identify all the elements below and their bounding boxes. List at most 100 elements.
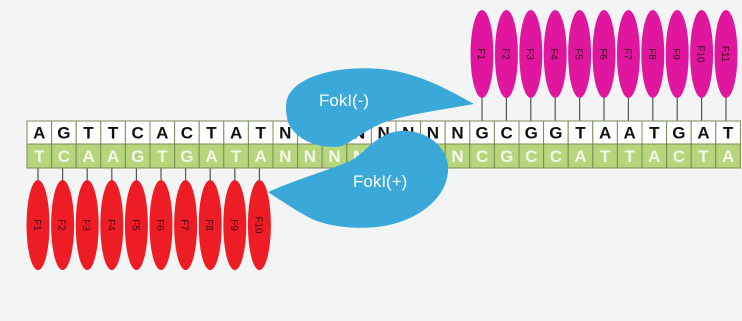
- bottom-finger-connectors: [37, 168, 260, 182]
- top-zinc-finger: [470, 10, 494, 98]
- top-strand-base: C: [132, 124, 144, 143]
- top-strand-base: C: [501, 124, 513, 143]
- top-zinc-finger: [616, 10, 640, 98]
- top-zinc-finger: [592, 10, 616, 98]
- top-zinc-finger-label: F3: [524, 48, 535, 60]
- bottom-strand-cell: [174, 143, 200, 169]
- top-strand-base: T: [649, 124, 660, 143]
- bottom-strand-cell: [272, 143, 299, 169]
- bottom-strand-base: G: [500, 147, 513, 166]
- top-zinc-finger-label: F7: [621, 48, 632, 60]
- bottom-zinc-finger-label: F9: [228, 219, 239, 231]
- bottom-zinc-finger: [100, 180, 124, 270]
- foki-plus-label: FokI(+): [353, 172, 407, 191]
- top-zinc-finger-label: F2: [499, 48, 510, 60]
- bottom-zinc-finger-label: F10: [252, 216, 263, 234]
- top-zinc-finger: [665, 10, 689, 98]
- bottom-strand-base: A: [648, 147, 660, 166]
- bottom-strand-base: T: [625, 147, 636, 166]
- top-zinc-finger: [543, 10, 567, 98]
- top-strand-base: G: [475, 124, 488, 143]
- bottom-strand-base: T: [34, 147, 45, 166]
- top-strand-base: T: [206, 124, 217, 143]
- top-zinc-finger: [641, 10, 665, 98]
- top-zinc-finger: [568, 10, 592, 98]
- bottom-strand-cell: [100, 143, 126, 169]
- foki-minus-shape: [285, 68, 474, 147]
- bottom-strand-cell: [75, 143, 102, 169]
- bottom-strand-base: A: [722, 147, 734, 166]
- bottom-strand-base: N: [279, 147, 291, 166]
- bottom-strand-base: C: [476, 147, 488, 166]
- foki-plus-shape: [268, 130, 449, 228]
- top-strand-base: T: [256, 124, 267, 143]
- bottom-zinc-finger-label: F1: [31, 219, 42, 231]
- bottom-strand-base: A: [255, 147, 267, 166]
- bottom-zinc-finger: [223, 180, 247, 270]
- top-zinc-finger: [494, 10, 518, 98]
- bottom-strand-base: C: [525, 147, 537, 166]
- foki-minus-domain: FokI(-): [285, 68, 474, 147]
- bottom-strand-cell: [469, 143, 495, 169]
- bottom-strand-base: C: [58, 147, 70, 166]
- bottom-zinc-finger: [26, 180, 50, 270]
- bottom-zinc-finger-label: F4: [105, 219, 116, 231]
- top-zinc-finger-label: F6: [597, 48, 608, 60]
- top-zinc-finger-label: F8: [646, 48, 657, 60]
- top-strand-base: G: [57, 124, 70, 143]
- bottom-zinc-finger: [149, 180, 173, 270]
- top-zinc-finger-label: F1: [475, 48, 486, 60]
- top-strand-base: N: [427, 124, 439, 143]
- top-strand-base: T: [108, 124, 119, 143]
- bottom-strand-base: N: [451, 147, 463, 166]
- top-strand-base: N: [279, 124, 291, 143]
- top-zinc-finger-label: F11: [719, 46, 730, 63]
- bottom-strand-cell: [198, 143, 225, 169]
- top-zinc-finger-label: F4: [548, 48, 559, 60]
- bottom-strand-base: C: [550, 147, 562, 166]
- top-strand-base: A: [599, 124, 611, 143]
- bottom-strand-cell: [543, 143, 569, 169]
- bottom-zinc-finger: [51, 180, 75, 270]
- bottom-strand-cell: [666, 143, 692, 169]
- bottom-strand-base: A: [205, 147, 217, 166]
- bottom-strand-base: A: [82, 147, 94, 166]
- bottom-strand-cell: [641, 143, 668, 169]
- bottom-strand-cell: [493, 143, 520, 169]
- top-strand-base: G: [672, 124, 685, 143]
- top-strand-base: T: [723, 124, 734, 143]
- bottom-strand-base: T: [600, 147, 611, 166]
- foki-minus-label: FokI(-): [319, 91, 369, 110]
- top-strand-base: N: [451, 124, 463, 143]
- top-zinc-finger-label: F5: [573, 48, 584, 60]
- top-strand-base: C: [181, 124, 193, 143]
- bottom-strand-cell: [26, 143, 53, 169]
- bottom-zinc-finger: [75, 180, 99, 270]
- bottom-strand-cell: [616, 143, 643, 169]
- foki-plus-domain: FokI(+): [268, 130, 449, 228]
- bottom-strand-base: G: [180, 147, 193, 166]
- bottom-strand-base: T: [698, 147, 709, 166]
- bottom-strand-base: A: [107, 147, 119, 166]
- bottom-zinc-finger-label: F6: [154, 219, 165, 231]
- top-strand-base: A: [697, 124, 709, 143]
- bottom-zinc-finger-label: F3: [80, 219, 91, 231]
- top-zinc-finger: [690, 10, 714, 98]
- bottom-strand-cell: [690, 143, 717, 169]
- top-zinc-finger: [714, 10, 738, 98]
- top-strand-base: A: [33, 124, 45, 143]
- top-strand-base: T: [83, 124, 94, 143]
- top-strand-base: A: [156, 124, 168, 143]
- top-strand-base: A: [230, 124, 242, 143]
- top-strand-base: G: [549, 124, 562, 143]
- bottom-zinc-finger: [124, 180, 148, 270]
- bottom-strand-cell: [518, 143, 545, 169]
- bottom-strand-base: N: [328, 147, 340, 166]
- bottom-strand-cell: [715, 143, 741, 169]
- top-zinc-finger-label: F10: [695, 45, 706, 63]
- bottom-zinc-finger: [174, 180, 198, 270]
- bottom-zinc-finger: [198, 180, 222, 270]
